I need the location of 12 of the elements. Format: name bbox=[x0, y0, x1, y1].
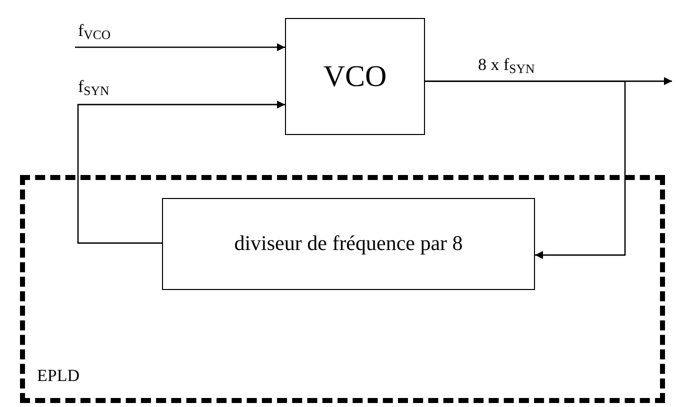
block-box bbox=[285, 18, 425, 135]
edge-label: f$_{VCO}$ bbox=[78, 20, 111, 44]
block-label: diviseur de fréquence par 8 bbox=[234, 230, 463, 258]
dashed-boundary bbox=[20, 175, 665, 403]
block-box bbox=[162, 198, 535, 290]
edge-label: f$_{SYN}$ bbox=[78, 76, 110, 100]
edge-label: 8 x f$_{SYN}$ bbox=[478, 54, 535, 78]
arrow bbox=[425, 80, 626, 260]
arrow bbox=[77, 100, 285, 244]
arrow bbox=[75, 43, 285, 52]
boundary-label: EPLD bbox=[37, 364, 80, 386]
block-label: VCO bbox=[323, 59, 387, 95]
